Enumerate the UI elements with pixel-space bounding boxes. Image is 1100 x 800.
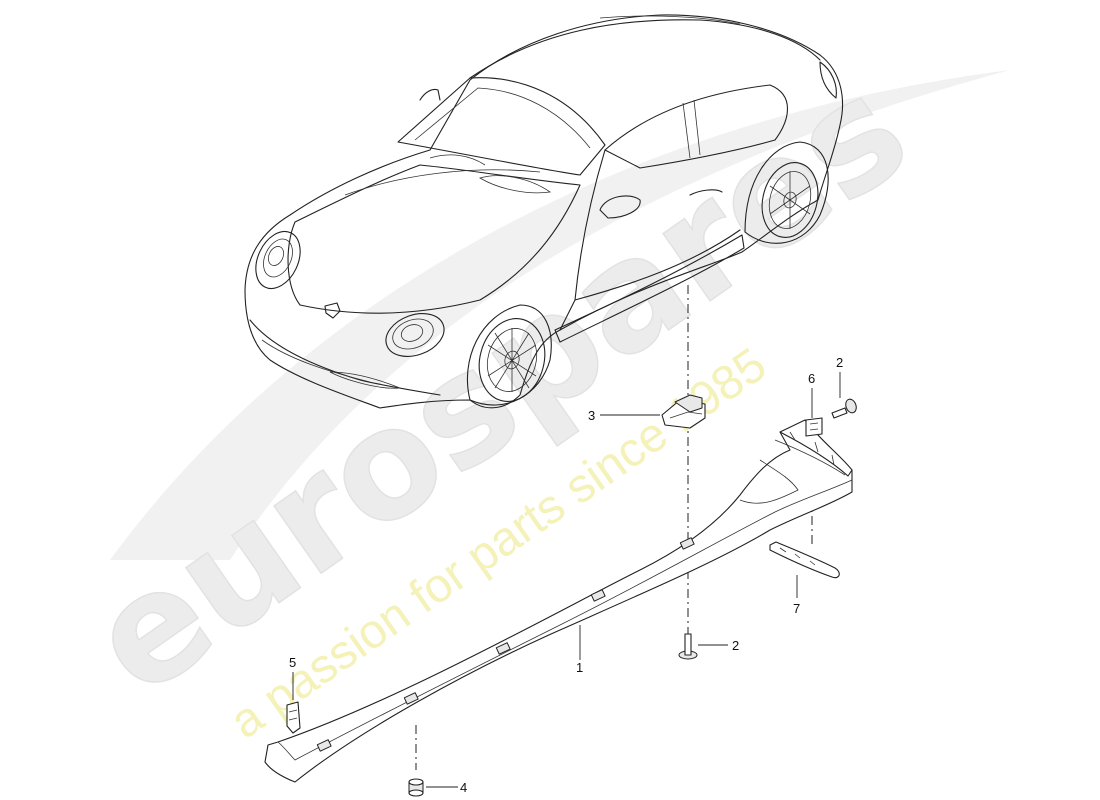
callout-3: 3: [588, 408, 595, 423]
leader-lines: [292, 372, 841, 788]
callout-5: 5: [289, 655, 296, 670]
car-illustration: [244, 14, 844, 409]
front-bumper: [249, 319, 441, 396]
windscreen: [397, 77, 606, 176]
porsche-crest-icon: [324, 302, 341, 319]
watermark: eurospares a passion for parts since 198…: [60, 42, 1010, 749]
hood: [287, 164, 581, 314]
rear-wheel: [744, 141, 829, 244]
headlight-right: [385, 313, 445, 357]
car-side-sill: [554, 234, 745, 343]
part-5-clip: [286, 701, 301, 734]
part-6-clip: [805, 417, 823, 437]
part-4-grommet: [408, 778, 424, 797]
watermark-brand: eurospares: [61, 43, 938, 730]
side-mirror: [599, 195, 641, 219]
callout-1: 1: [576, 660, 583, 675]
callout-4: 4: [460, 780, 467, 795]
door-line: [559, 149, 606, 331]
headlight-left: [255, 230, 301, 290]
callout-7: 7: [793, 601, 800, 616]
callout-2-lower: 2: [732, 638, 739, 653]
callout-6: 6: [808, 371, 815, 386]
side-window: [604, 84, 788, 169]
car-body-outline: [244, 14, 844, 409]
callout-2-upper: 2: [836, 355, 843, 370]
watermark-swoosh: [110, 70, 1010, 560]
part-7-trim-strip: [769, 541, 840, 579]
callouts: 1 2 2 3 4 5 6 7: [289, 355, 843, 795]
part-2-screw-upper: [831, 398, 857, 419]
part-2-screw-lower: [678, 633, 698, 660]
part-3-mounting-bracket: [661, 394, 706, 429]
front-wheel: [466, 304, 552, 406]
